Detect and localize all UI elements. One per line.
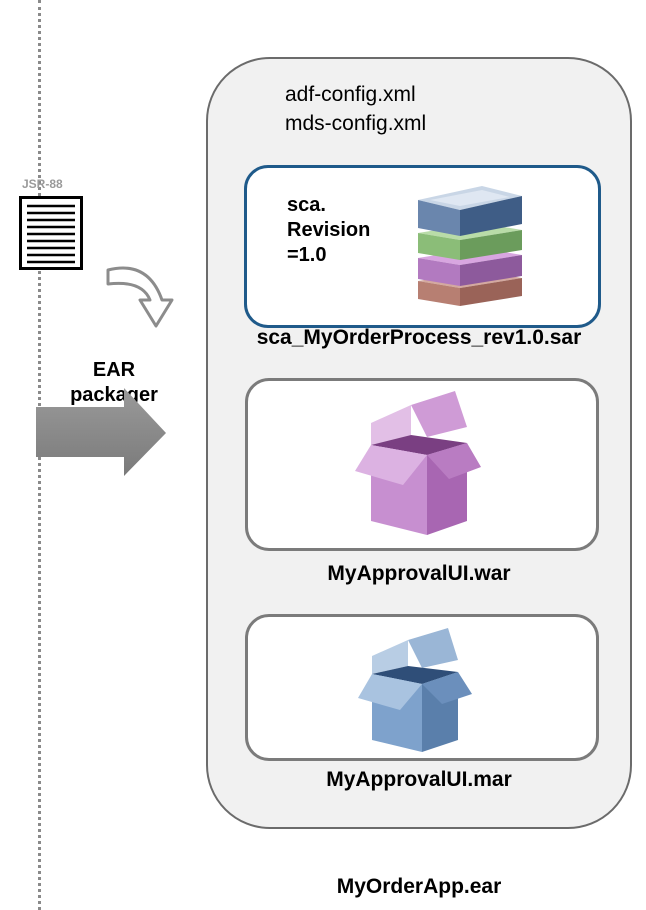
ear-packager-line1: EAR [92,359,136,381]
mar-module-label: MyApprovalUI.mar [326,768,512,791]
sar-text-line1: sca. [287,194,326,216]
ear-packager-line2: packager [70,384,158,406]
sar-text-line3: =1.0 [287,244,327,266]
war-module-label: MyApprovalUI.war [327,562,511,585]
jsr88-label: JSR-88 [22,177,63,191]
right-arrow-icon [36,388,166,476]
ear-packager-label: EAR packager [54,358,174,408]
mds-config-file: mds-config.xml [285,112,427,135]
adf-config-file: adf-config.xml [285,83,416,106]
open-box-purple-icon [355,391,481,535]
config-files: adf-config.xml mds-config.xml [285,80,426,138]
sar-module-label: sca_MyOrderProcess_rev1.0.sar [256,326,582,349]
sar-revision-text: sca. Revision =1.0 [287,193,370,268]
ear-name-label: MyOrderApp.ear [336,875,502,898]
sar-text-line2: Revision [287,219,371,241]
layered-stack-icon [418,186,522,306]
curved-arrow-icon [106,266,174,328]
document-icon [19,196,83,270]
open-box-blue-icon [358,628,472,752]
